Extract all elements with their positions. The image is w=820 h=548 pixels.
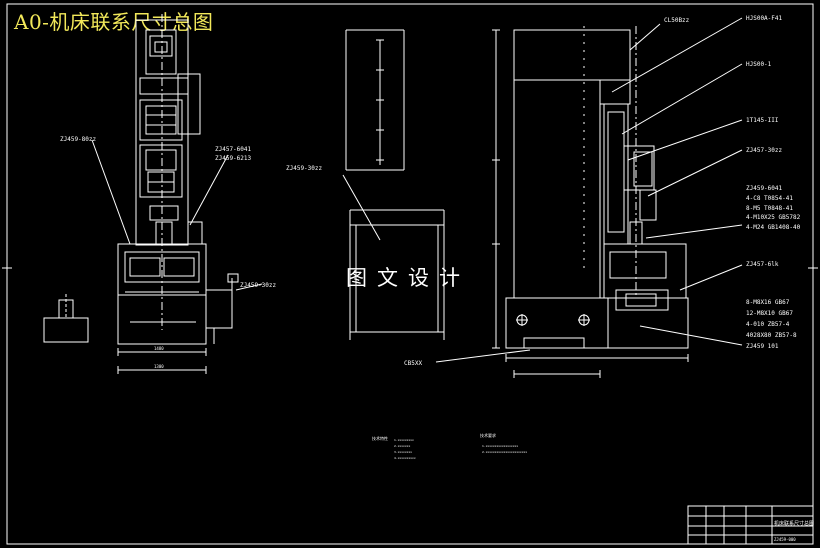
label-hjs00a-f41: HJS00A-F41 [746, 15, 783, 22]
drawing-title: A0-机床联系尺寸总图 [14, 10, 214, 34]
label-4-010: 4-010 ZB57-4 [746, 321, 790, 328]
label-cl50bzz: CL50Bzz [664, 17, 690, 24]
label-1t145: 1T145-III [746, 117, 779, 124]
label-zj457-6041: ZJ457-6041 [215, 146, 252, 153]
left-view [43, 14, 263, 374]
dim-1480: 1480 [154, 346, 164, 351]
label-12-m8x10: 12-M8X10 GB67 [746, 310, 793, 317]
label-zj457-30zz: ZJ457-30zz [746, 147, 783, 154]
notes-left-heading: 技术特性 [372, 435, 388, 441]
label-4028x80: 4028X80 ZB57-8 [746, 332, 797, 339]
label-zj459-6213: ZJ459-6213 [215, 155, 252, 162]
label-4-m24: 4-M24 GB1408-40 [746, 224, 801, 231]
notes-left-line-4: 4.xxxxxxxxxx [394, 456, 416, 460]
label-zj459-30zz-center: ZJ459-30zz [286, 165, 323, 172]
title-block [687, 505, 814, 545]
label-zj459-80zz: ZJ459-80zz [60, 136, 97, 143]
right-view [435, 17, 743, 378]
watermark: 图文设计 [346, 266, 470, 290]
notes-right-line-1: 1.xxxxxxxxxxxxxxxxxx [482, 444, 518, 448]
label-cb5xx: CB5XX [404, 360, 422, 367]
label-zj459-6041: ZJ459-6041 [746, 185, 783, 192]
notes-left-line-3: 3.xxxxxxxx [394, 450, 412, 454]
label-8-m8x16: 8-M8X16 GB67 [746, 299, 790, 306]
label-zj459-30zz-left: ZJ459-30zz [240, 282, 277, 289]
notes-right-line-2: 2.xxxxxxxxxxxxxxxxxxxxxxx [482, 450, 527, 454]
notes-right-heading: 技术要求 [480, 432, 496, 438]
title-block-number: ZJ459-000 [774, 537, 796, 542]
title-block-name: 机床联系尺寸总图 [774, 520, 814, 527]
sheet-border [6, 3, 814, 545]
label-4-m10x25: 4-M10X25 GB5782 [746, 214, 801, 221]
center-view [342, 29, 445, 340]
label-hjs00-1: HJS00-1 [746, 61, 772, 68]
label-4-c8: 4-C8 T0854-41 [746, 195, 793, 202]
label-zj457-6lk: ZJ457-6lk [746, 261, 779, 268]
label-zj459-101: ZJ459 101 [746, 343, 779, 350]
notes-left-line-2: 2.xxxxxxx [394, 444, 410, 448]
dim-1300: 1300 [154, 364, 164, 369]
notes-left-line-1: 1.xxxxxxxxx [394, 438, 414, 442]
label-8-m5: 8-M5 T0848-41 [746, 205, 793, 212]
